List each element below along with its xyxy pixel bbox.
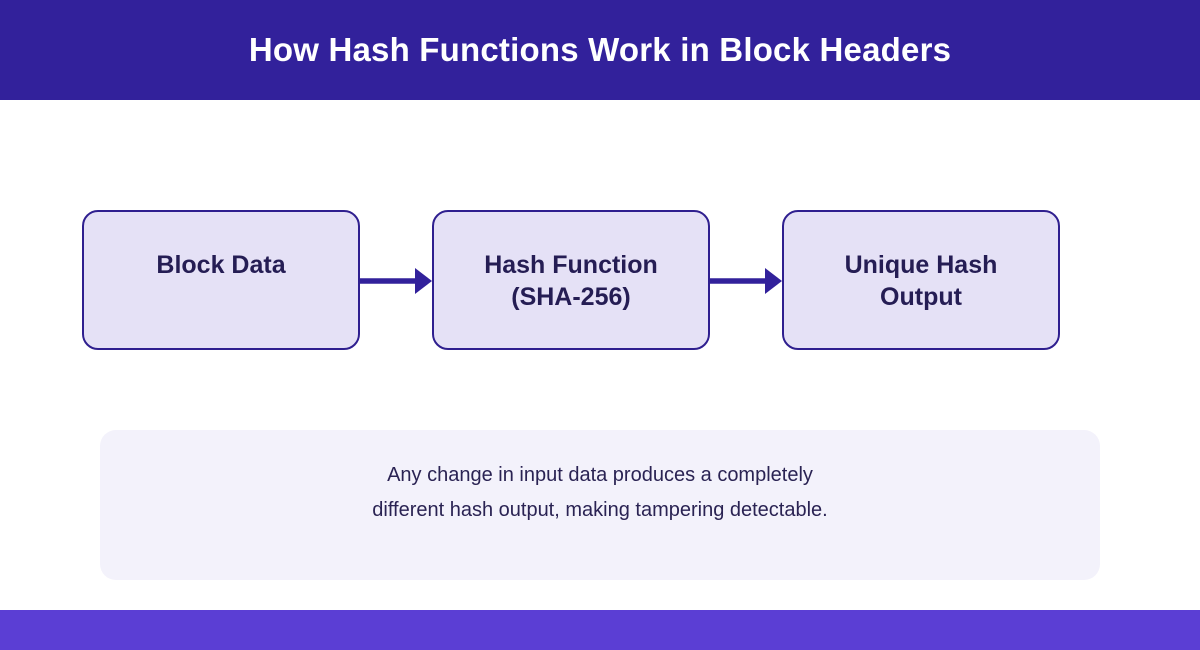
note-panel: Any change in input data produces a comp…: [100, 430, 1100, 580]
page-title: How Hash Functions Work in Block Headers: [248, 31, 952, 68]
arrow-right-icon: [710, 267, 782, 295]
flow-box-label: Hash Function: [484, 251, 658, 279]
note-text-line: different hash output, making tampering …: [372, 499, 828, 521]
flow-box-block-data: Block Data: [82, 210, 360, 350]
note-text-line: Any change in input data produces a comp…: [387, 464, 813, 486]
flow-box-unique-hash-output: Unique Hash Output: [782, 210, 1060, 350]
flow-box-label: (SHA-256): [511, 283, 631, 311]
flow-box-label: Unique Hash: [844, 251, 998, 279]
footer-bar: [0, 610, 1200, 650]
arrow-right-icon: [360, 267, 432, 295]
flow-box-label: Block Data: [156, 251, 286, 279]
flow-box-label: Output: [880, 283, 962, 311]
flow-box-hash-function: Hash Function (SHA-256): [432, 210, 710, 350]
header-banner: How Hash Functions Work in Block Headers: [0, 0, 1200, 100]
